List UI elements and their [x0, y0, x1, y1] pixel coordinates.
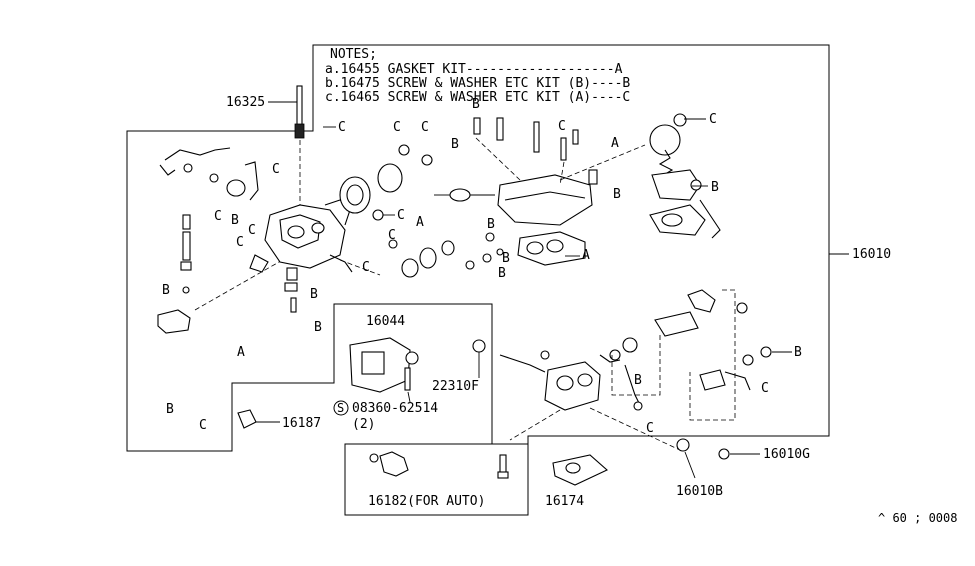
kit-letter-b: B	[166, 402, 174, 417]
kit-letter-b: B	[162, 283, 170, 298]
kit-letter-c: C	[646, 421, 654, 436]
callout-16010G: 16010G	[763, 447, 810, 462]
auto-parts-outline	[344, 443, 529, 516]
callout-08360-qty: (2)	[352, 417, 375, 432]
kit-letter-c: C	[236, 235, 244, 250]
kit-letter-b: B	[498, 266, 506, 281]
rod-16325	[296, 85, 303, 127]
part-22310F	[472, 339, 486, 353]
kit-letter-b: B	[711, 180, 719, 195]
main-assembly-outline	[126, 44, 830, 452]
kit-letter-c: C	[761, 381, 769, 396]
rod-16325-end	[294, 123, 305, 139]
kit-letter-c: C	[214, 209, 222, 224]
callout-16325: 16325	[226, 95, 265, 110]
kit-letter-b: B	[231, 213, 239, 228]
kit-letter-a: A	[582, 248, 590, 263]
kit-letter-b: B	[613, 187, 621, 202]
callout-16044: 16044	[366, 314, 405, 329]
kit-letter-a: A	[416, 215, 424, 230]
kit-letter-callouts: C C C C C B C C B B B A B C C A C C B B …	[162, 97, 802, 436]
kit-letter-b: B	[310, 287, 318, 302]
notes-heading: NOTES;	[330, 47, 377, 62]
kit-letter-b: B	[487, 217, 495, 232]
notes-line-a: a.16455 GASKET KIT-------------------A	[325, 62, 623, 77]
callout-16187: 16187	[282, 416, 321, 431]
callout-16010: 16010	[852, 247, 891, 262]
callout-16174: 16174	[545, 494, 584, 509]
kit-letter-b: B	[472, 97, 480, 112]
kit-letter-c: C	[397, 208, 405, 223]
callout-16182: 16182(FOR AUTO)	[368, 494, 485, 509]
carburetor-body	[249, 199, 353, 313]
kit-letter-c: C	[248, 223, 256, 238]
choke-parts	[339, 144, 455, 278]
left-linkage-parts	[157, 147, 301, 334]
throttle-body	[499, 350, 681, 451]
part-16187	[237, 409, 257, 429]
kit-letter-b: B	[634, 373, 642, 388]
float-chamber-cover	[434, 117, 598, 226]
kit-letter-c: C	[362, 260, 370, 275]
gaskets	[465, 231, 586, 270]
diaphragm-housing	[559, 113, 721, 239]
part-16182	[369, 451, 509, 479]
notes-line-b: b.16475 SCREW & WASHER ETC KIT (B)----B	[325, 76, 630, 91]
callout-16010B: 16010B	[676, 484, 723, 499]
symbol-s-circle	[333, 400, 349, 416]
symbol-s: S	[337, 401, 344, 415]
kit-letter-b: B	[451, 137, 459, 152]
part-16010B	[676, 438, 690, 452]
notes-line-c: c.16465 SCREW & WASHER ETC KIT (A)----C	[325, 90, 630, 105]
callout-08360: 08360-62514	[352, 401, 438, 416]
kit-letter-c: C	[709, 112, 717, 127]
gasket-16174-hole	[565, 462, 581, 474]
kit-letter-c: C	[393, 120, 401, 135]
kit-letter-b: B	[794, 345, 802, 360]
callout-22310F: 22310F	[432, 379, 479, 394]
kit-letter-b: B	[502, 251, 510, 266]
kit-letter-c: C	[272, 162, 280, 177]
right-linkage-parts	[599, 289, 772, 421]
part-16010G	[718, 448, 730, 460]
kit-letter-b: B	[314, 320, 322, 335]
kit-letter-c: C	[558, 119, 566, 134]
kit-letter-c: C	[421, 120, 429, 135]
kit-letter-a: A	[237, 345, 245, 360]
kit-letter-c: C	[338, 120, 346, 135]
kit-letter-a: A	[611, 136, 619, 151]
figure-code: ^ 60 ; 0008	[878, 511, 957, 525]
kit-letter-c: C	[199, 418, 207, 433]
kit-letter-c: C	[388, 228, 396, 243]
leader-08360	[407, 391, 411, 403]
choke-motor-16044	[349, 337, 419, 393]
leader-16010B	[684, 451, 696, 479]
